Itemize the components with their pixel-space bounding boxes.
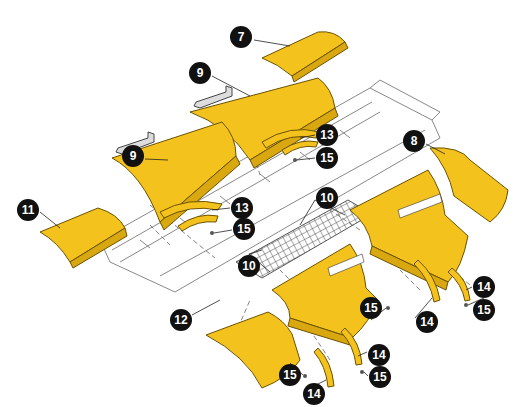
callout-number: 15: [279, 364, 301, 386]
callout-text: 8: [411, 134, 418, 148]
callout-number: 13: [316, 124, 338, 146]
callout-text: 15: [477, 303, 490, 317]
callout-text: 9: [130, 149, 137, 163]
callout-number: 10: [238, 255, 260, 277]
callout-number: 14: [368, 344, 390, 366]
callout-text: 14: [372, 348, 385, 362]
callout-number: 15: [369, 366, 391, 388]
callout-number: 14: [416, 311, 438, 333]
callout-number: 15: [473, 299, 495, 321]
callout-number: 9: [122, 145, 144, 167]
callout-text: 10: [242, 259, 255, 273]
callout-text: 13: [320, 128, 333, 142]
callout-number: 15: [316, 147, 338, 169]
callout-number: 10: [316, 187, 338, 209]
callout-text: 14: [477, 280, 490, 294]
callout-text: 10: [320, 191, 333, 205]
callout-text: 15: [237, 222, 250, 236]
callout-text: 15: [283, 368, 296, 382]
callout-number: 12: [170, 309, 192, 331]
callout-number: 13: [231, 197, 253, 219]
callout-number: 14: [303, 383, 325, 405]
callout-text: 14: [307, 387, 320, 401]
callout-text: 15: [364, 301, 377, 315]
callout-number: 7: [230, 26, 252, 48]
callout-text: 14: [420, 315, 433, 329]
callout-text: 7: [238, 30, 245, 44]
callout-number: 11: [17, 199, 39, 221]
callout-text: 12: [174, 313, 187, 327]
callout-number: 15: [233, 218, 255, 240]
callout-number: 14: [473, 276, 495, 298]
callout-text: 15: [320, 151, 333, 165]
callout-text: 9: [197, 66, 204, 80]
callout-number: 15: [360, 297, 382, 319]
callout-text: 15: [373, 370, 386, 384]
callout-number: 9: [189, 62, 211, 84]
callout-number: 8: [403, 130, 425, 152]
callout-text: 11: [22, 203, 35, 217]
callout-text: 13: [235, 201, 248, 215]
